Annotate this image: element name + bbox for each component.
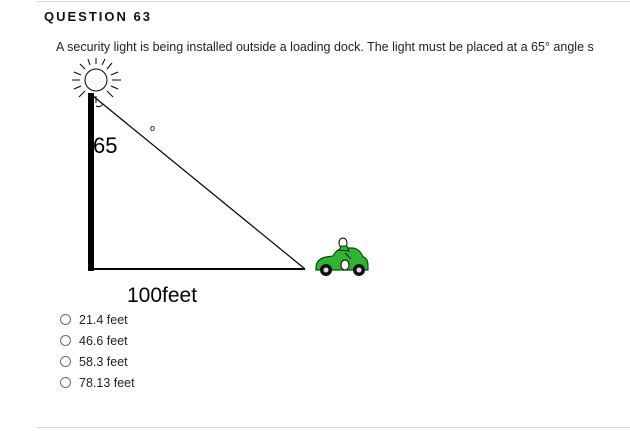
answer-choice[interactable]: 78.13 feet: [60, 372, 135, 393]
hypotenuse-line: [92, 95, 306, 270]
bottom-divider: [37, 427, 630, 428]
answer-label: 78.13 feet: [79, 375, 135, 390]
answer-choice[interactable]: 46.6 feet: [60, 330, 135, 351]
question-text: A security light is being installed outs…: [56, 40, 594, 54]
answer-choices: 21.4 feet 46.6 feet 58.3 feet 78.13 feet: [60, 309, 135, 393]
answer-choice[interactable]: 58.3 feet: [60, 351, 135, 372]
radio-button[interactable]: [60, 377, 71, 388]
question-header: QUESTION 63: [44, 9, 152, 24]
car-icon: [315, 237, 369, 276]
answer-label: 58.3 feet: [79, 354, 128, 369]
answer-label: 46.6 feet: [79, 333, 128, 348]
angle-label: 65: [93, 133, 117, 158]
angle-arc: [95, 103, 104, 108]
radio-button[interactable]: [60, 335, 71, 346]
degree-mark: o: [150, 123, 155, 133]
base-label: 100feet: [127, 284, 197, 307]
radio-button[interactable]: [60, 314, 71, 325]
top-divider: [37, 1, 630, 2]
answer-label: 21.4 feet: [79, 312, 128, 327]
sun-icon: [72, 58, 121, 103]
radio-button[interactable]: [60, 356, 71, 367]
answer-choice[interactable]: 21.4 feet: [60, 309, 135, 330]
light-pole: [88, 93, 94, 271]
